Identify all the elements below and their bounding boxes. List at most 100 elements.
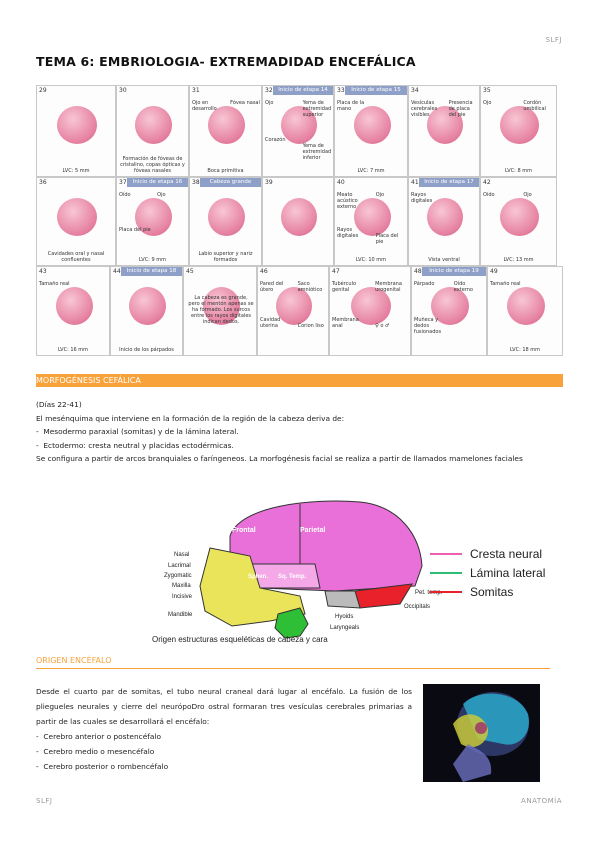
stage-number: 34 — [411, 87, 419, 94]
stage-annotation: Ojo — [265, 100, 274, 106]
morfogenesis-paragraph: Se configura a partir de arcos branquial… — [36, 454, 523, 464]
stage-number: 29 — [39, 87, 47, 94]
bullet-item: - Mesodermo paraxial (somitas) y de la l… — [36, 427, 239, 437]
embryo-illustration — [57, 106, 97, 145]
stage-number: 40 — [337, 179, 345, 186]
stage-number: 49 — [490, 268, 498, 275]
section-heading-origen: ORIGEN ENCÉFALO — [36, 656, 550, 669]
footer-subject: ANATOMÍA — [521, 797, 562, 805]
page-title: TEMA 6: EMBRIOLOGIA- EXTREMADIDAD ENCEFÁ… — [36, 54, 416, 69]
bullet-item: - Ectodermo: cresta neutral y placidas e… — [36, 440, 234, 450]
stage-number: 39 — [265, 179, 273, 186]
embryo-illustration — [353, 106, 391, 145]
label-occipitals: Occipitals — [404, 604, 430, 610]
stage-number: 38 — [192, 179, 200, 186]
stage-number: 35 — [483, 87, 491, 94]
embryo-stage-cell: 39 — [262, 177, 334, 266]
stage-annotation: Rayos digitales — [337, 226, 359, 239]
stage-annotation: Vesículas cerebrales visibles — [411, 100, 438, 118]
stage-annotation: Oído — [119, 192, 131, 198]
stage-caption: LVC: 16 mm — [57, 347, 89, 353]
embryo-illustration — [57, 197, 97, 236]
stage-caption: Formación de fóveas de cristalino, copas… — [120, 156, 185, 174]
stage-annotation: Fóvea nasal — [230, 100, 260, 106]
stage-number: 41 — [411, 179, 419, 186]
stage-annotation: Placa del pie — [375, 233, 399, 246]
stage-banner: Inicio de etapa 14 — [273, 86, 333, 95]
stage-caption: LVC: 8 mm — [505, 168, 532, 174]
embryo-illustration — [427, 197, 463, 236]
stage-caption: LVC: 9 mm — [139, 257, 166, 263]
stage-caption: Boca primitiva — [207, 168, 244, 174]
legend-label-lamina: Lámina lateral — [470, 566, 545, 580]
stage-caption: LVC: 13 mm — [503, 257, 534, 263]
stage-annotation: Pared del útero — [260, 281, 284, 293]
embryo-illustration — [129, 286, 166, 325]
stage-number: 31 — [192, 87, 200, 94]
stage-annotation: Cavidad uterina — [260, 316, 281, 329]
stage-annotation: Ojo — [523, 192, 532, 198]
footer-initials: SLFJ — [36, 797, 53, 805]
stage-number: 46 — [260, 268, 268, 275]
label-hyoids: Hyoids — [335, 614, 353, 620]
stage-caption: Inicio de los párpados — [119, 347, 174, 353]
stage-caption: Labio superior y nariz formados — [198, 251, 253, 263]
embryo-illustration — [55, 286, 93, 325]
embryo-illustration — [208, 197, 245, 236]
stage-annotation: Cordón umbilical — [523, 100, 546, 112]
stage-banner: Inicio de etapa 15 — [345, 86, 407, 95]
stage-number: 30 — [119, 87, 127, 94]
stage-annotation: Rayos digitales — [411, 192, 433, 204]
hyoid-larynx — [274, 607, 309, 639]
stage-number: 33 — [337, 87, 345, 94]
embryo-illustration — [507, 286, 545, 325]
embryo-illustration — [500, 106, 539, 145]
embryo-illustration — [500, 197, 539, 236]
embryo-illustration — [281, 197, 317, 236]
origen-text: Desde el cuarto par de somitas, el tubo … — [36, 684, 412, 774]
days-range: (Días 22-41) — [36, 400, 82, 409]
stage-annotation: Tamaño real — [490, 281, 521, 287]
legend-label-cresta: Cresta neural — [470, 547, 542, 561]
stage-number: 37 — [119, 179, 127, 186]
stage-caption: LVC: 18 mm — [509, 347, 541, 353]
label-parietal: Parietal — [300, 527, 325, 534]
stage-annotation: Ojo en desarrollo — [192, 100, 217, 112]
stage-annotation: ♀ o ♂ — [375, 322, 390, 329]
label-frontal: Frontal — [232, 527, 256, 534]
stage-annotation: Yema de extremidad superior — [302, 100, 332, 118]
section-heading-morfogenesis: MORFOGÉNESIS CEFÁLICA — [36, 374, 563, 387]
stage-annotation: Párpado — [414, 281, 435, 287]
stage-annotation: Ojo — [157, 192, 166, 198]
stage-caption: Cavidades oral y nasal confluentes — [47, 251, 105, 263]
stage-annotation: Ojo — [483, 100, 492, 106]
stage-annotation: Corion liso — [297, 322, 324, 329]
stage-annotation: Tubérculo genital — [332, 281, 357, 293]
stage-number: 44 — [113, 268, 121, 275]
stage-annotation: Saco amniótico — [297, 281, 323, 293]
stage-annotation: Placa del pie — [119, 226, 151, 233]
label-laryngeals: Laryngeals — [330, 625, 359, 631]
stage-banner: Inicio de etapa 18 — [121, 267, 182, 276]
label-maxilla: Maxilla — [172, 583, 191, 589]
stage-caption: LVC: 7 mm — [357, 168, 385, 174]
stage-banner: Inicio de etapa 16 — [127, 178, 188, 187]
embryo-illustration — [281, 106, 317, 145]
stage-annotation: Tamaño real — [39, 281, 70, 287]
embryo-illustration — [202, 286, 240, 325]
embryo-illustration — [135, 197, 172, 236]
header-initials: SLFJ — [545, 36, 562, 44]
label-incisive: Incisive — [172, 594, 193, 600]
